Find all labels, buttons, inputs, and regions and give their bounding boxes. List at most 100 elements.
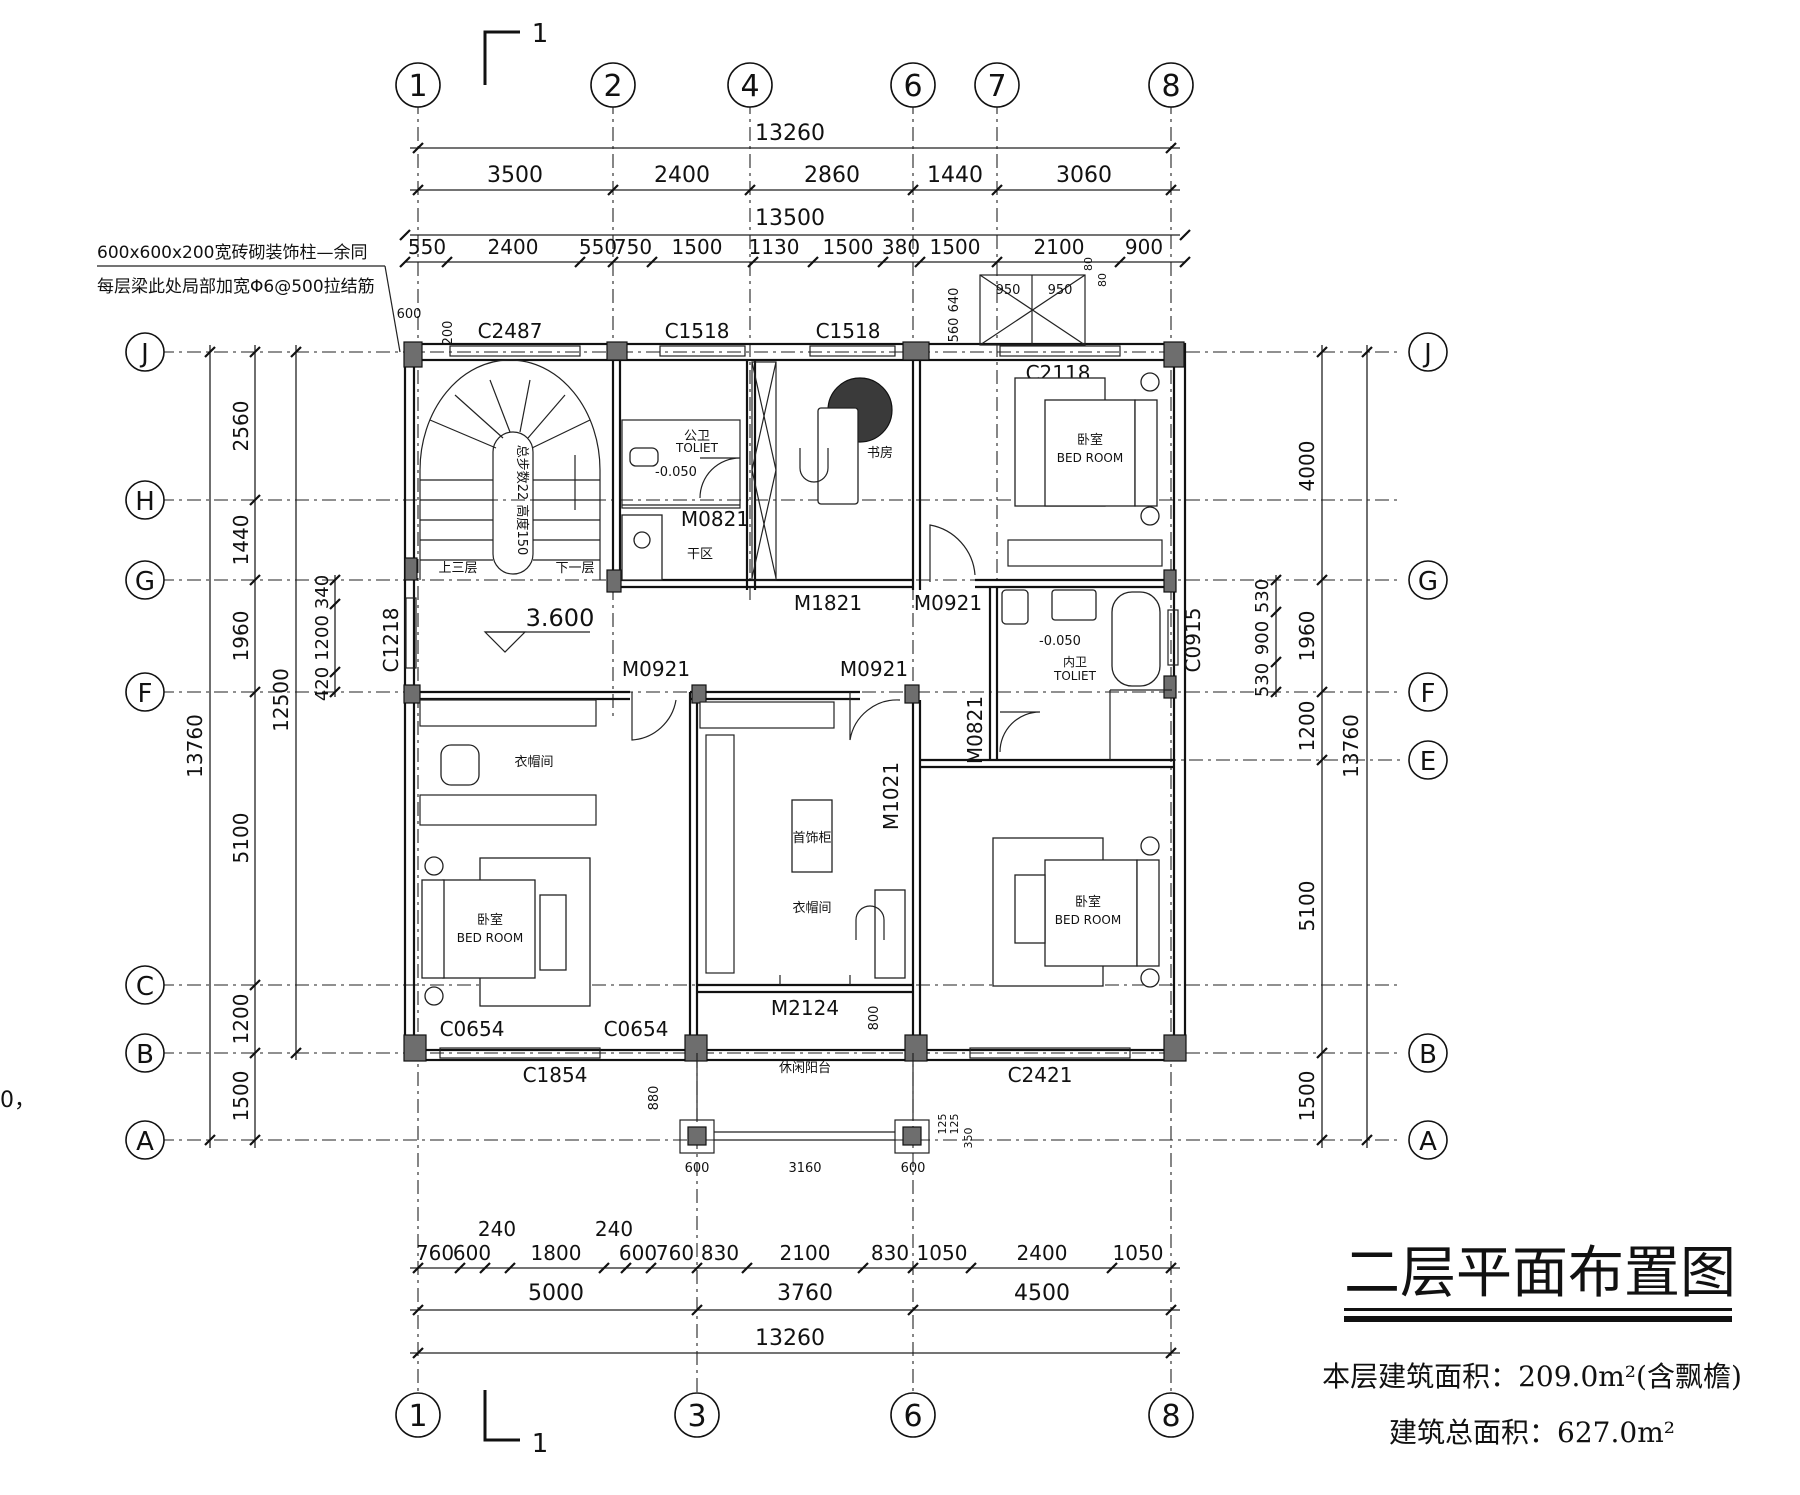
- study-room: 书房: [751, 361, 893, 581]
- structural-notes: 600x600x200宽砖砌装饰柱—余同 每层梁此处局部加宽Φ6@500拉结筋 …: [0, 243, 401, 1113]
- dim-tick: [1316, 686, 1328, 698]
- dim-left-2560: 2560: [229, 401, 253, 452]
- label-c2421: C2421: [1008, 1063, 1073, 1087]
- axis-top-8: 8: [1161, 69, 1180, 104]
- dim-top3-1130: 1130: [749, 235, 800, 259]
- axis-row-G-right: G: [1418, 567, 1438, 597]
- left-dimensions: 2560 1440 1960 5100 1200 1500 13760 1250…: [183, 345, 341, 1148]
- toilet-pub-level: -0.050: [655, 465, 697, 480]
- dim-tick: [907, 184, 919, 196]
- dim-bot-830a: 830: [701, 1241, 739, 1265]
- dim-tick: [574, 256, 586, 268]
- sd-950-a: 950: [996, 283, 1021, 298]
- axis-top-6: 6: [903, 69, 922, 104]
- dim-tick: [991, 256, 1003, 268]
- dim-bot-1050b: 1050: [1113, 1241, 1164, 1265]
- dim-left-420: 420: [312, 667, 333, 701]
- axis-top-1: 1: [408, 69, 427, 104]
- stray-mark: 0，: [0, 1088, 36, 1113]
- dim-tick: [1270, 686, 1282, 698]
- top-axis-bubbles: 1 2 4 6 7 8: [395, 62, 1194, 108]
- dim-top3-550b: 550: [579, 235, 617, 259]
- dim-tick: [329, 574, 341, 586]
- axis-row-E-right: E: [1420, 747, 1436, 777]
- dim-tick: [454, 1262, 466, 1274]
- balcony-label: 休闲阳台: [779, 1061, 831, 1076]
- dim-top3-900: 900: [1125, 235, 1163, 259]
- bedroom-ne: 卧室 BED ROOM: [1007, 372, 1163, 567]
- dim-tick: [1114, 256, 1126, 268]
- sd-600-a: 600: [397, 307, 422, 322]
- dim-tick: [1316, 754, 1328, 766]
- dim-tick: [399, 229, 411, 241]
- dim-tick: [907, 1304, 919, 1316]
- section-marker-top: 1: [483, 19, 548, 85]
- label-c0654a: C0654: [440, 1017, 505, 1041]
- dim-left-340: 340: [312, 575, 333, 609]
- dim-tick: [412, 184, 424, 196]
- toilet-pub-cn: 公卫: [684, 429, 710, 444]
- dim-bot-830b: 830: [871, 1241, 909, 1265]
- sd-950-b: 950: [1048, 283, 1073, 298]
- sd-640: 640: [947, 288, 962, 313]
- label-c1854: C1854: [523, 1063, 588, 1087]
- stair-down: 下一层: [555, 561, 594, 576]
- drawing-title: 二层平面布置图: [1344, 1241, 1736, 1306]
- dim-tick: [741, 1262, 753, 1274]
- dim-top3-1500a: 1500: [672, 235, 723, 259]
- label-c2487: C2487: [478, 319, 543, 343]
- dim-bot-5000: 5000: [528, 1281, 584, 1306]
- stair-up: 上三层: [438, 561, 477, 576]
- dim-top-2400: 2400: [654, 163, 710, 188]
- dim-top3-2100: 2100: [1034, 235, 1085, 259]
- axis-row-C-left: C: [136, 972, 154, 1002]
- dim-tick: [249, 979, 261, 991]
- bottom-dimensions: 760 600 240 1800 240 600 760 830 2100 83…: [410, 1217, 1180, 1359]
- dim-top3-550a: 550: [408, 235, 446, 259]
- top-dimensions: 13260 3500 2400 2860 1440 3060 13500 550…: [399, 121, 1191, 268]
- dim-top3-2400: 2400: [488, 235, 539, 259]
- total-area: 建筑总面积：627.0m²: [1389, 1416, 1675, 1449]
- note-beam: 每层梁此处局部加宽Φ6@500拉结筋: [97, 277, 375, 297]
- dim-tick: [965, 1262, 977, 1274]
- axis-top-7: 7: [987, 69, 1006, 104]
- dim-tick: [329, 666, 341, 678]
- axis-row-F-left: F: [138, 679, 153, 709]
- dim-tick: [991, 184, 1003, 196]
- dim-bot-1800: 1800: [531, 1241, 582, 1265]
- dim-tick: [399, 256, 411, 268]
- axis-bottom-1: 1: [408, 1399, 427, 1434]
- dim-right-total: 13760: [1339, 714, 1363, 778]
- sd-200-a: 200: [441, 321, 456, 346]
- opening-labels: C2487 C1518 C1518 C2118 C1218 C0915 C065…: [379, 319, 1205, 1087]
- dim-left-1440: 1440: [229, 515, 253, 566]
- label-c1518b: C1518: [816, 319, 881, 343]
- dim-tick: [204, 1134, 216, 1146]
- dim-right-1960: 1960: [1295, 611, 1319, 662]
- dim-bot-760b: 760: [656, 1241, 694, 1265]
- small-dimensions: 600 200 640 560 950 950 80 80 800 880 60…: [397, 257, 1109, 1176]
- dim-bot-240a: 240: [478, 1217, 516, 1241]
- dim-tick: [1361, 1134, 1373, 1146]
- row-axis-bubbles: J H G F C B A J G F E B A: [125, 332, 1448, 1160]
- bedroom-west: 衣帽间 卧室 BED ROOM: [419, 699, 597, 1007]
- dim-tick: [1361, 346, 1373, 358]
- central-cloakroom: 首饰柜 衣帽间: [699, 701, 906, 979]
- dim-left-1960: 1960: [229, 611, 253, 662]
- axis-bottom-8: 8: [1161, 1399, 1180, 1434]
- axis-row-B-left: B: [136, 1040, 154, 1070]
- dim-tick: [1316, 1134, 1328, 1146]
- label-m0921c: M0921: [840, 657, 908, 681]
- dim-left-5100: 5100: [229, 813, 253, 864]
- dim-right-1200: 1200: [1295, 701, 1319, 752]
- dim-top3-750: 750: [614, 235, 652, 259]
- axis-top-2: 2: [603, 69, 622, 104]
- dry-zone: 干区: [687, 547, 713, 562]
- dim-top-total2: 13500: [755, 206, 825, 231]
- dim-top3-1500c: 1500: [930, 235, 981, 259]
- dim-left-1200s: 1200: [312, 615, 333, 661]
- dim-tick: [290, 346, 302, 358]
- dim-left-12500: 12500: [269, 668, 293, 732]
- dim-tick: [1165, 142, 1177, 154]
- dim-tick: [1165, 184, 1177, 196]
